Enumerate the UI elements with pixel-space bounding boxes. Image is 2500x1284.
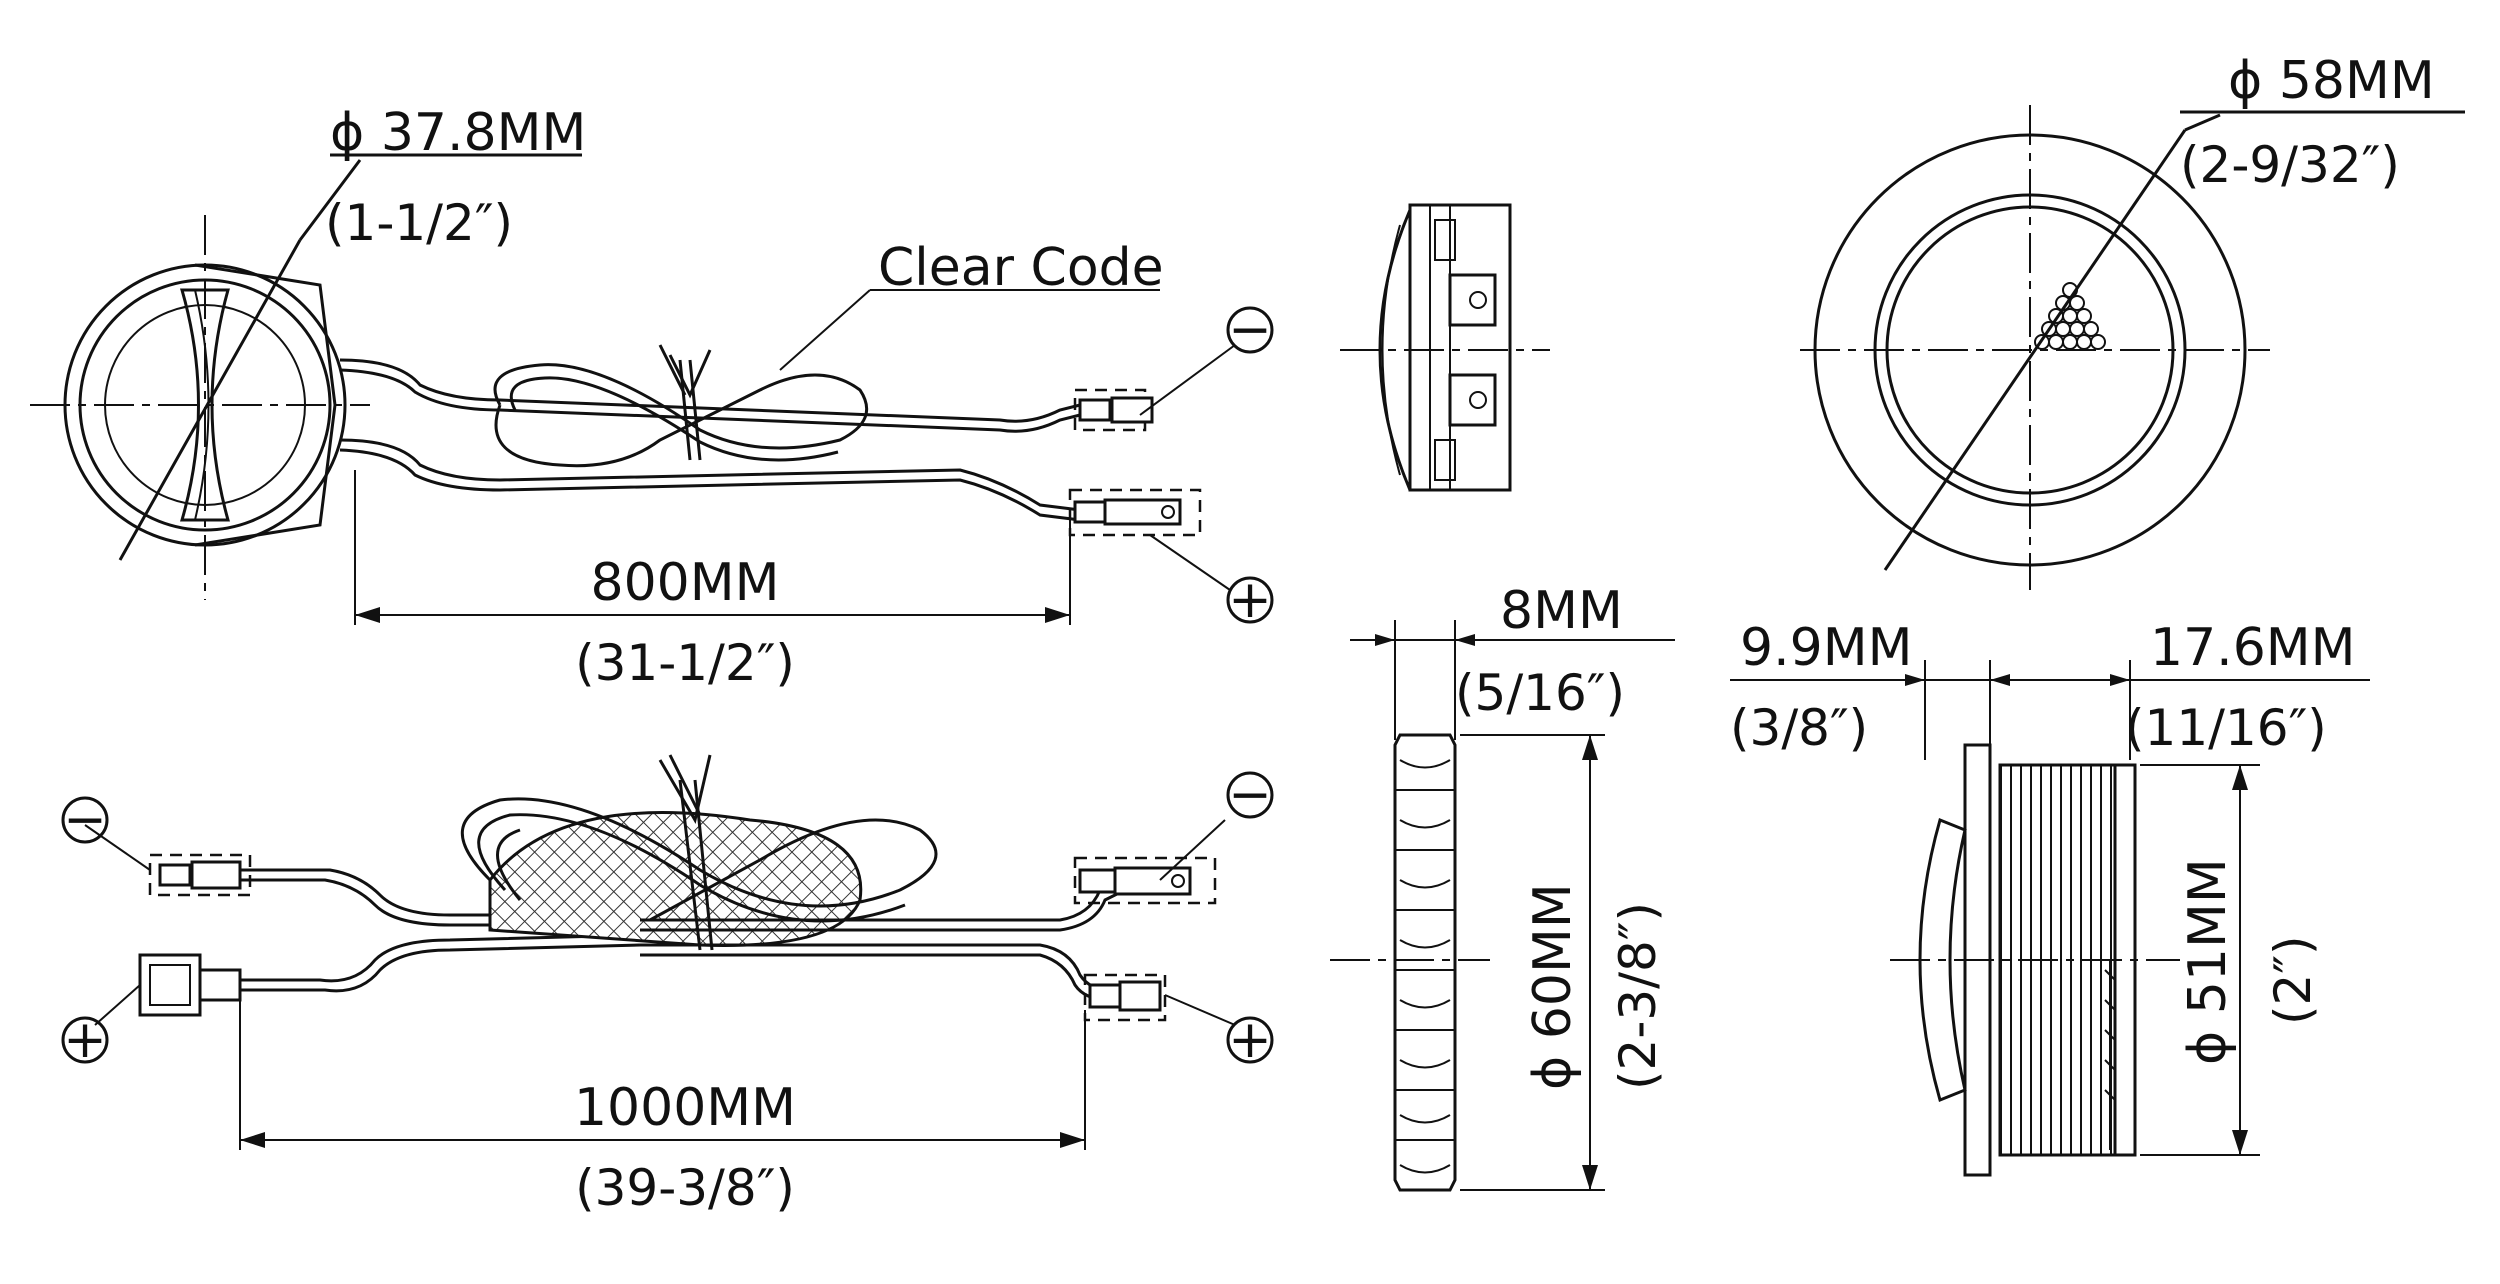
wire-length-1000-mm: 1000MM bbox=[574, 1078, 796, 1138]
grille-diameter-inch: (2-3/8″) bbox=[1609, 902, 1667, 1090]
wire-1000-harness bbox=[84, 754, 1236, 1026]
minus-terminal-symbol-left bbox=[61, 796, 109, 844]
mounting-cup-side-view bbox=[1730, 660, 2370, 1177]
tweeter-diameter-mm: ϕ 37.8MM bbox=[330, 103, 586, 163]
cup-diameter-inch: (2″) bbox=[2264, 935, 2322, 1025]
plus-terminal-symbol-top bbox=[1226, 576, 1274, 624]
tweeter-diameter-inch: (1-1/2″) bbox=[325, 194, 513, 252]
plus-terminal-symbol-left bbox=[61, 1016, 109, 1064]
grille-side-view bbox=[1330, 620, 1675, 1192]
grille-depth-mm: 8MM bbox=[1500, 581, 1623, 641]
wire-length-1000-inch: (39-3/8″) bbox=[575, 1159, 795, 1217]
grille-front-diameter-mm: ϕ 58MM bbox=[2228, 51, 2435, 111]
minus-terminal-sign-top: − bbox=[1228, 300, 1272, 360]
cup-depth-front-mm: 9.9MM bbox=[1740, 618, 1912, 678]
grille-diameter-mm: ϕ 60MM bbox=[1523, 883, 1583, 1090]
clear-code-leader bbox=[779, 289, 871, 371]
wire-length-800-inch: (31-1/2″) bbox=[575, 634, 795, 692]
minus-terminal-symbol-right bbox=[1226, 771, 1274, 819]
cup-depth-front-inch: (3/8″) bbox=[1730, 699, 1868, 757]
minus-terminal-sign-left: − bbox=[63, 790, 107, 850]
grille-front-diameter-inch: (2-9/32″) bbox=[2180, 136, 2400, 194]
grille-dots-icon bbox=[2034, 282, 2106, 350]
clear-code-label: Clear Code bbox=[878, 238, 1164, 298]
dimension-1000 bbox=[239, 990, 1086, 1150]
grille-depth-inch: (5/16″) bbox=[1455, 664, 1625, 722]
plus-terminal-sign-left: + bbox=[63, 1010, 107, 1070]
dimension-800 bbox=[354, 470, 1071, 625]
plus-terminal-symbol-right bbox=[1226, 1016, 1274, 1064]
minus-terminal-sign-right: − bbox=[1228, 765, 1272, 825]
wire-length-800-mm: 800MM bbox=[591, 553, 780, 613]
plus-terminal-sign-right: + bbox=[1228, 1010, 1272, 1070]
wire-800-harness bbox=[339, 344, 1236, 591]
minus-terminal-symbol-top bbox=[1226, 306, 1274, 354]
cup-depth-rear-inch: (11/16″) bbox=[2125, 699, 2327, 757]
tweeter-front-view bbox=[30, 153, 582, 600]
plus-terminal-sign-top: + bbox=[1228, 570, 1272, 630]
grille-front-view bbox=[1800, 105, 2465, 590]
cup-diameter-mm: ϕ 51MM bbox=[2178, 858, 2238, 1065]
tweeter-side-view bbox=[1340, 203, 1550, 492]
cup-depth-rear-mm: 17.6MM bbox=[2150, 618, 2356, 678]
